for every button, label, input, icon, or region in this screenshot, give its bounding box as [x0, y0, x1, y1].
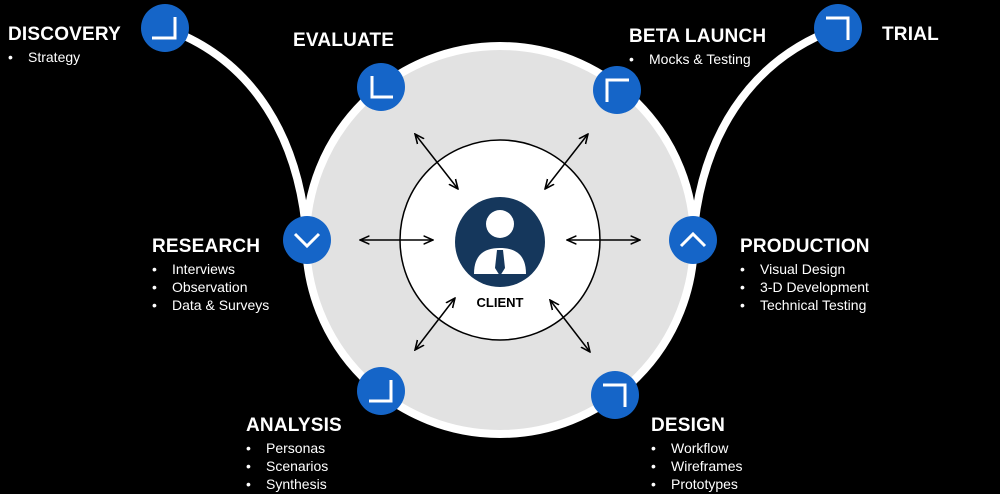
stage-title: BETA LAUNCH [629, 26, 767, 47]
node-evaluate [357, 63, 405, 111]
stage-title: ANALYSIS [246, 415, 342, 436]
stage-title: DESIGN [651, 415, 726, 436]
arrow-evaluate [415, 134, 458, 189]
node-trial [814, 4, 862, 52]
bullet-item: Workflow [651, 439, 743, 457]
stage-trial: TRIAL [882, 24, 939, 48]
bullet-list: Mocks & Testing [629, 50, 766, 68]
bullet-list: Strategy [8, 48, 121, 66]
bullet-item: 3-D Development [740, 278, 870, 296]
bullet-item: Observation [152, 278, 269, 296]
corner-bottom-left-icon [370, 76, 393, 99]
stage-discovery: DISCOVERY Strategy [8, 24, 121, 66]
node-discovery [141, 4, 189, 52]
arrows [360, 134, 640, 352]
stage-design: DESIGN WorkflowWireframesPrototypes [651, 415, 743, 493]
stage-title: TRIAL [882, 24, 939, 45]
corner-bottom-right-icon [369, 380, 393, 403]
bullet-item: Personas [246, 439, 342, 457]
person-icon [455, 197, 545, 287]
bullet-item: Technical Testing [740, 296, 870, 314]
bullet-list: PersonasScenariosSynthesis [246, 439, 342, 493]
stage-research: RESEARCH InterviewsObservationData & Sur… [152, 236, 269, 314]
stage-analysis: ANALYSIS PersonasScenariosSynthesis [246, 415, 342, 493]
stage-production: PRODUCTION Visual Design3-D DevelopmentT… [740, 236, 870, 314]
corner-top-right-icon [603, 383, 627, 407]
corner-top-left-icon [605, 78, 629, 102]
node-beta-launch [593, 66, 641, 114]
chevron-up-icon [679, 231, 707, 248]
corner-top-right-icon [826, 16, 850, 40]
bullet-item: Interviews [152, 260, 269, 278]
arrow-analysis [415, 298, 455, 350]
bullet-item: Prototypes [651, 475, 743, 493]
stage-title: EVALUATE [293, 30, 395, 51]
bullet-item: Data & Surveys [152, 296, 269, 314]
bullet-item: Synthesis [246, 475, 342, 493]
bullet-list: Visual Design3-D DevelopmentTechnical Te… [740, 260, 870, 314]
bullet-item: Scenarios [246, 457, 342, 475]
corner-bottom-right-icon [152, 17, 177, 40]
bullet-list: InterviewsObservationData & Surveys [152, 260, 269, 314]
bullet-item: Mocks & Testing [629, 50, 766, 68]
stage-title: DISCOVERY [8, 24, 122, 45]
node-research [283, 216, 331, 264]
bullet-item: Visual Design [740, 260, 870, 278]
right-arc [689, 24, 840, 241]
node-design [591, 371, 639, 419]
stage-beta-launch: BETA LAUNCH Mocks & Testing [629, 26, 766, 68]
stage-title: RESEARCH [152, 236, 261, 257]
bullet-list: WorkflowWireframesPrototypes [651, 439, 743, 493]
node-analysis [357, 367, 405, 415]
bullet-item: Strategy [8, 48, 121, 66]
node-production [669, 216, 717, 264]
arrow-beta [545, 134, 588, 189]
arrow-design [550, 300, 590, 352]
left-arc [163, 24, 311, 241]
chevron-down-icon [293, 232, 321, 249]
stage-title: PRODUCTION [740, 236, 870, 257]
client-label: CLIENT [476, 295, 524, 310]
stage-evaluate: EVALUATE [293, 30, 394, 54]
bullet-item: Wireframes [651, 457, 743, 475]
